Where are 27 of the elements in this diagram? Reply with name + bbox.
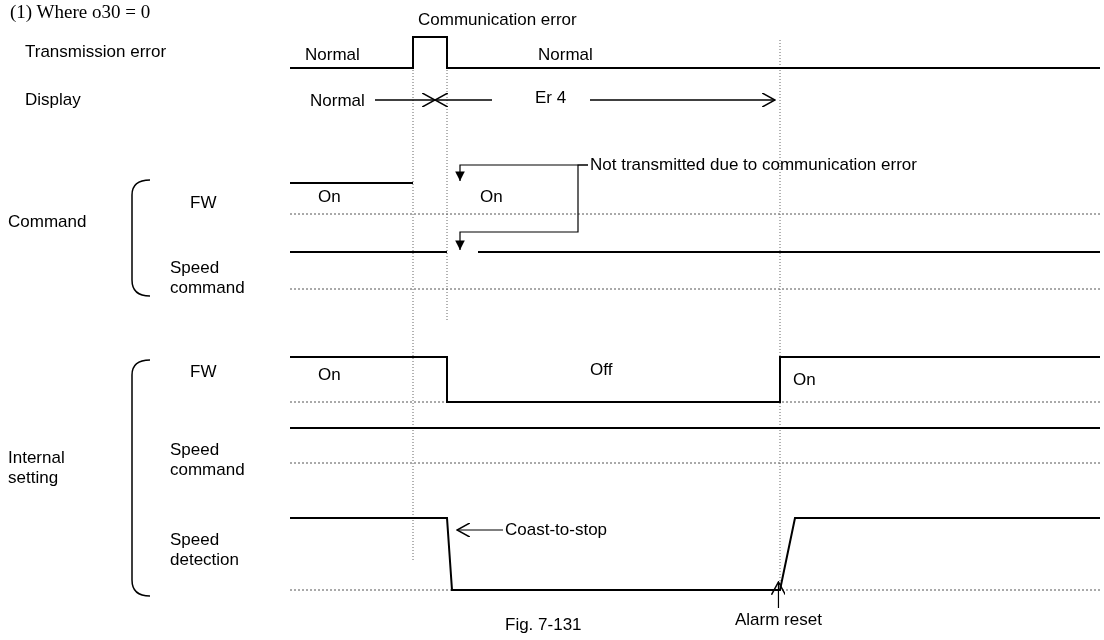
leader-line [770, 581, 787, 609]
leader-line [455, 164, 589, 251]
row-label: Speed detection [170, 530, 240, 570]
row-label: Speed command [170, 258, 246, 298]
leader-line [456, 522, 504, 538]
signal-state-label: Communication error [418, 10, 577, 30]
row-label: FW [190, 362, 217, 382]
callout-text: Not transmitted due to communication error [590, 155, 917, 175]
row-label: Transmission error [25, 42, 167, 62]
group-label: Command [8, 212, 87, 232]
callout-text: Coast-to-stop [505, 520, 608, 540]
row-label: Display [25, 90, 81, 110]
signal-state-label: Er 4 [535, 88, 567, 108]
signal-state-label: Off [590, 360, 613, 380]
signal-state-label: Normal [538, 45, 593, 65]
figure-caption: Fig. 7-131 [505, 615, 582, 635]
callout-text: Alarm reset [735, 610, 822, 630]
signal-state-label: Normal [310, 91, 365, 111]
row-label: Speed command [170, 440, 246, 480]
signal-state-label: On [318, 187, 341, 207]
row-label: FW [190, 193, 217, 213]
group-label: Internal setting [8, 448, 66, 488]
signal-state-label: On [480, 187, 503, 207]
heading: (1) Where o30 = 0 [10, 2, 151, 22]
signal-state-label: Normal [305, 45, 360, 65]
signal-state-label: On [318, 365, 341, 385]
signal-state-label: On [793, 370, 816, 390]
